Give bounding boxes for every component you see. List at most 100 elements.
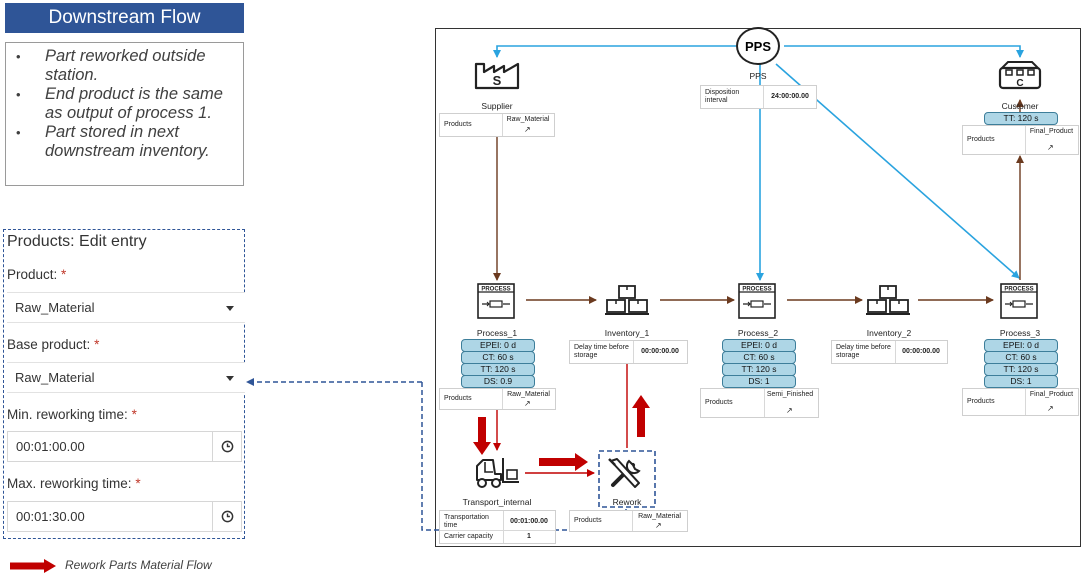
- pps-label: PPS: [749, 71, 767, 81]
- legend-arrow-icon: [10, 559, 56, 573]
- pps-interval-value: 24:00:00.00: [771, 93, 809, 100]
- process-3-products-value: Final_Product: [1029, 391, 1074, 398]
- base-product-select[interactable]: Raw_Material: [7, 362, 245, 393]
- inventory-1-delay-key: Delay time before storage: [574, 344, 629, 359]
- svg-text:C: C: [1016, 78, 1023, 89]
- external-link-icon[interactable]: ↗: [524, 399, 531, 408]
- external-link-icon[interactable]: ↗: [655, 521, 662, 530]
- rework-tools-icon[interactable]: [605, 455, 649, 491]
- external-link-icon[interactable]: ↗: [1047, 404, 1054, 413]
- information-flow: [493, 45, 1024, 281]
- max-time-clock-button[interactable]: [212, 501, 242, 532]
- customer-tt-pill: TT: 120 s: [984, 112, 1058, 125]
- rework-products-table: Products Raw_Material ↗: [569, 510, 688, 532]
- external-link-icon[interactable]: ↗: [1047, 143, 1054, 152]
- max-reworking-time-value: 00:01:30.00: [16, 509, 85, 524]
- pps-table: Disposition interval 24:00:00.00: [700, 85, 817, 109]
- process-icon: PROCESS: [477, 283, 515, 319]
- min-reworking-time-value: 00:01:00.00: [16, 439, 85, 454]
- chevron-down-icon: [226, 306, 234, 311]
- supplier-products-table: Products Raw_Material ↗: [439, 113, 555, 137]
- form-title: Products: Edit entry: [7, 233, 147, 250]
- process-3-products-table: Products Final_Product ↗: [962, 388, 1079, 416]
- process-2-products-table: Products Semi_Finished ↗: [700, 388, 819, 418]
- external-link-icon[interactable]: ↗: [524, 125, 531, 134]
- svg-text:PROCESS: PROCESS: [742, 287, 771, 293]
- forklift-icon[interactable]: [473, 456, 521, 488]
- pps-node[interactable]: PPS: [736, 27, 780, 65]
- process-3-products-key: Products: [967, 398, 995, 405]
- transport-time-value: 00:01:00.00: [510, 518, 548, 525]
- transport-time-key: Transportation time: [444, 514, 489, 529]
- process-1-products-value: Raw_Material: [507, 391, 550, 398]
- base-product-select-value: Raw_Material: [15, 370, 95, 385]
- inventory-2-delay-value: 00:00:00.00: [902, 348, 940, 355]
- customer-label: Customer: [1001, 101, 1039, 111]
- pps-interval-key: Disposition interval: [705, 89, 740, 104]
- rework-products-value: Raw_Material: [638, 513, 681, 520]
- svg-text:PROCESS: PROCESS: [1004, 287, 1033, 293]
- chevron-down-icon: [226, 376, 234, 381]
- process-1-products-key: Products: [444, 395, 472, 402]
- products-edit-form: Products: Edit entry Product: * Raw_Mate…: [3, 229, 245, 539]
- min-time-clock-button[interactable]: [212, 431, 242, 462]
- process-1-products-table: Products Raw_Material ↗: [439, 388, 556, 410]
- svg-text:S: S: [493, 73, 502, 88]
- supplier-label: Supplier: [481, 101, 513, 111]
- pps-badge: PPS: [744, 38, 771, 54]
- rework-products-key: Products: [574, 517, 602, 524]
- rework-label: Rework: [612, 497, 642, 507]
- process-2-products-value: Semi_Finished: [766, 391, 814, 398]
- transport-internal-table: Transportation time 00:01:00.00 Carrier …: [439, 510, 556, 544]
- carrier-capacity-value: 1: [527, 533, 531, 540]
- process-3-node[interactable]: PROCESS: [1000, 283, 1038, 319]
- customer-products-table: Products Final_Product ↗: [962, 125, 1079, 155]
- customer-factory-icon: C: [998, 61, 1042, 90]
- supplier-products-value: Raw_Material: [506, 116, 550, 123]
- rework-highlight-box: [598, 450, 656, 508]
- process-1-ds: DS: 0.9: [461, 375, 535, 388]
- product-select-value: Raw_Material: [15, 300, 95, 315]
- note-item: Part stored in next downstream inventory…: [14, 123, 237, 161]
- notes-box: Part reworked outside station. End produ…: [5, 42, 244, 186]
- process-1-node[interactable]: PROCESS: [477, 283, 515, 319]
- process-icon: PROCESS: [738, 283, 776, 319]
- note-item: Part reworked outside station.: [14, 47, 237, 85]
- process-2-node[interactable]: PROCESS: [738, 283, 776, 319]
- external-link-icon[interactable]: ↗: [786, 406, 793, 415]
- process-2-label: Process_2: [737, 328, 779, 338]
- customer-products-key: Products: [967, 136, 995, 143]
- legend-label: Rework Parts Material Flow: [65, 558, 212, 572]
- clock-icon: [221, 510, 233, 523]
- rework-highlight-arrows: [473, 395, 650, 471]
- inventory-1-table: Delay time before storage 00:00:00.00: [569, 340, 688, 364]
- max-reworking-time-label: Max. reworking time: *: [7, 476, 141, 491]
- svg-text:PROCESS: PROCESS: [481, 287, 510, 293]
- process-icon: PROCESS: [1000, 283, 1038, 319]
- inventory-2-delay-key: Delay time before storage: [836, 344, 891, 359]
- inventory-2-table: Delay time before storage 00:00:00.00: [831, 340, 948, 364]
- inventory-2-boxes-icon[interactable]: [866, 284, 912, 316]
- process-3-label: Process_3: [999, 328, 1041, 338]
- process-1-label: Process_1: [476, 328, 518, 338]
- product-label: Product: *: [7, 267, 67, 282]
- min-reworking-time-input[interactable]: 00:01:00.00: [7, 431, 214, 462]
- page-title: Downstream Flow: [5, 3, 244, 33]
- customer-products-value: Final_Product: [1029, 128, 1074, 135]
- supplier-factory-icon: S: [474, 62, 520, 90]
- inventory-1-delay-value: 00:00:00.00: [641, 348, 679, 355]
- clock-icon: [221, 440, 233, 453]
- carrier-capacity-key: Carrier capacity: [444, 533, 494, 540]
- product-select[interactable]: Raw_Material: [7, 292, 245, 323]
- inventory-2-label: Inventory_2: [866, 328, 912, 338]
- inventory-1-label: Inventory_1: [604, 328, 650, 338]
- min-reworking-time-label: Min. reworking time: *: [7, 407, 137, 422]
- process-2-products-key: Products: [705, 399, 733, 406]
- supplier-products-key: Products: [444, 121, 472, 128]
- transport-internal-label: Transport_internal: [462, 497, 532, 507]
- process-2-ds: DS: 1: [722, 375, 796, 388]
- rework-flow: [493, 355, 631, 477]
- max-reworking-time-input[interactable]: 00:01:30.00: [7, 501, 214, 532]
- inventory-1-boxes-icon[interactable]: [605, 284, 651, 316]
